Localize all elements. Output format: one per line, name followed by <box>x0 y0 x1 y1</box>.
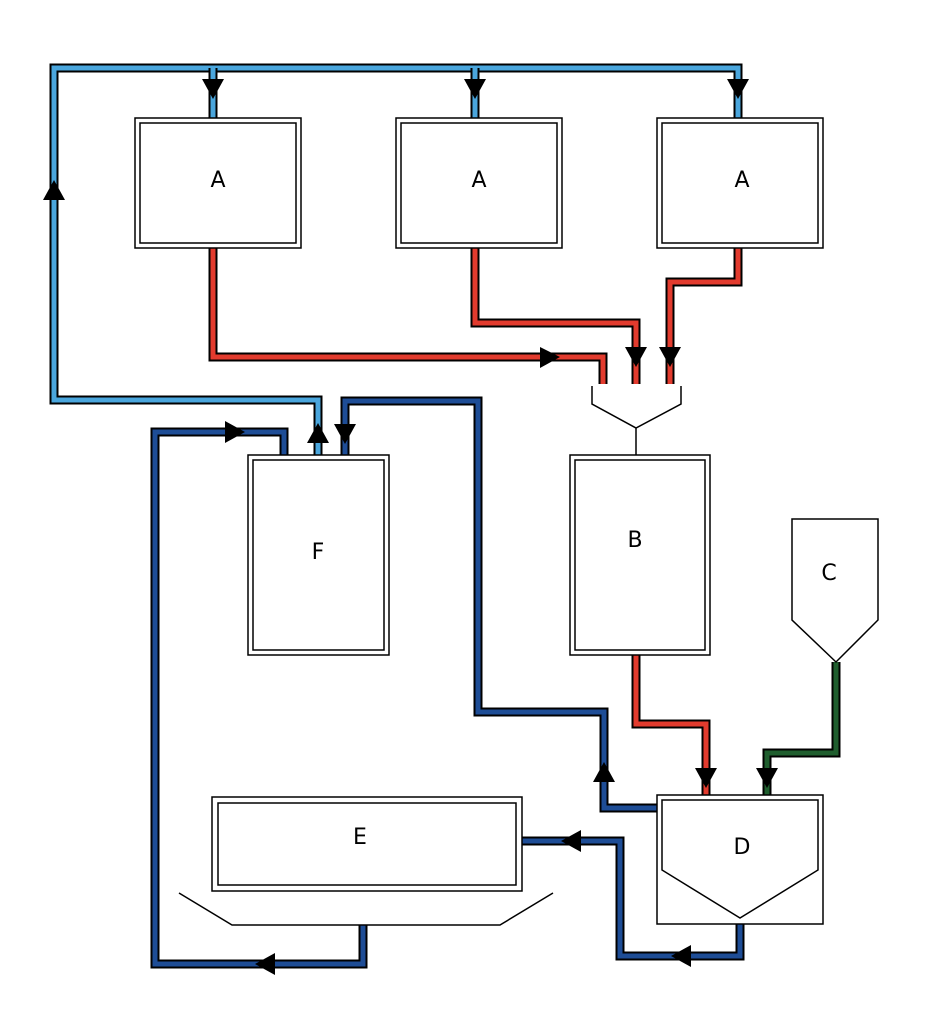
arrow-down-green-d-inlet <box>756 768 778 788</box>
arrow-right-red-a1 <box>540 347 560 368</box>
pipe-red-a2-to-b <box>470 248 641 384</box>
arrow-down-a2-inlet <box>464 79 486 99</box>
unit-d-label: D <box>734 835 751 860</box>
arrow-up-f-outlet <box>307 423 329 443</box>
arrow-down-a3-inlet <box>727 79 749 99</box>
funnel-b-inlet <box>591 386 682 455</box>
arrow-down-red-a2 <box>625 347 647 367</box>
pipe-dark-blue-d-to-f <box>340 396 657 813</box>
pipe-green-c-to-d <box>762 662 841 795</box>
unit-a2-label: A <box>471 168 486 193</box>
pipe-red-a1-to-b <box>208 248 608 384</box>
arrow-up-d-to-f <box>593 762 615 782</box>
unit-b: B <box>569 454 711 656</box>
arrow-up-left-riser <box>43 180 65 200</box>
arrow-down-red-a3 <box>659 347 681 367</box>
arrow-left-e-bottom <box>255 953 275 975</box>
unit-c-label: C <box>821 561 836 586</box>
unit-f: F <box>247 454 390 656</box>
pipe-red-a3-to-b <box>665 248 743 384</box>
unit-a3-label: A <box>734 168 749 193</box>
flow-arrows <box>43 79 778 975</box>
unit-e-trough <box>178 892 554 926</box>
arrow-down-red-d-inlet <box>695 768 717 788</box>
arrow-left-d-bottom <box>671 945 691 967</box>
pipe-dark-blue-e-to-f <box>150 427 368 969</box>
arrow-left-to-e <box>561 830 581 852</box>
unit-a1-label: A <box>210 168 225 193</box>
unit-a1: A <box>134 117 302 249</box>
unit-c: C <box>791 518 879 664</box>
pipe-red-b-to-d <box>631 655 711 795</box>
pipe-dark-blue-d-to-e <box>522 836 745 961</box>
unit-a2: A <box>395 117 563 249</box>
unit-d: D <box>656 794 824 925</box>
unit-f-label: F <box>312 540 325 565</box>
arrow-down-f-inlet <box>334 424 356 444</box>
unit-e: E <box>211 796 523 892</box>
unit-e-label: E <box>353 825 367 850</box>
unit-a3: A <box>656 117 824 249</box>
arrow-down-a1-inlet <box>202 79 224 99</box>
unit-b-label: B <box>627 528 642 553</box>
arrow-right-e-to-f <box>225 421 245 443</box>
